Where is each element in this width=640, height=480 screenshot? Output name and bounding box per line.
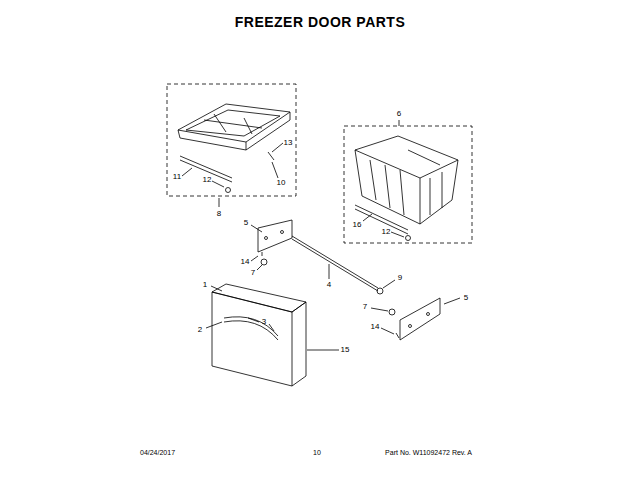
callout-number: 12: [203, 176, 212, 184]
callout-number: 15: [341, 346, 350, 354]
part-number: Part No. W11092472 Rev. A: [385, 449, 472, 456]
page-number: 10: [313, 449, 321, 456]
callout-number: 7: [251, 269, 255, 277]
callout-number: 5: [244, 219, 248, 227]
callout-number: 13: [284, 139, 293, 147]
callout-number: 10: [277, 179, 286, 187]
slide-bracket: [258, 220, 440, 340]
freezer-bin: [355, 136, 458, 224]
callout-number: 16: [353, 221, 362, 229]
shelf-rail: [180, 152, 274, 193]
callout-number: 8: [217, 210, 221, 218]
callout-number: 7: [363, 303, 367, 311]
callout-number: 11: [173, 173, 181, 181]
callout-number: 12: [382, 228, 391, 236]
footer-date: 04/24/2017: [140, 449, 175, 456]
callout-number: 14: [241, 258, 250, 266]
diagram-title: FREEZER DOOR PARTS: [235, 15, 406, 29]
slide-rod: [292, 236, 383, 294]
dashed-group-box: [167, 84, 472, 243]
callout-number: 2: [198, 326, 202, 334]
callout-number: 4: [327, 281, 331, 289]
callout-number: 6: [397, 110, 401, 118]
bin-rail: [355, 205, 411, 241]
leader-line: [182, 120, 460, 350]
callout-number: 14: [371, 323, 380, 331]
callout-number: 5: [464, 294, 468, 302]
callout-number: 3: [262, 318, 266, 326]
screw: [261, 252, 399, 338]
freezer-door: [212, 284, 306, 386]
freezer-shelf: [178, 104, 290, 150]
callout-number: 9: [398, 274, 402, 282]
callout-number: 1: [203, 281, 207, 289]
